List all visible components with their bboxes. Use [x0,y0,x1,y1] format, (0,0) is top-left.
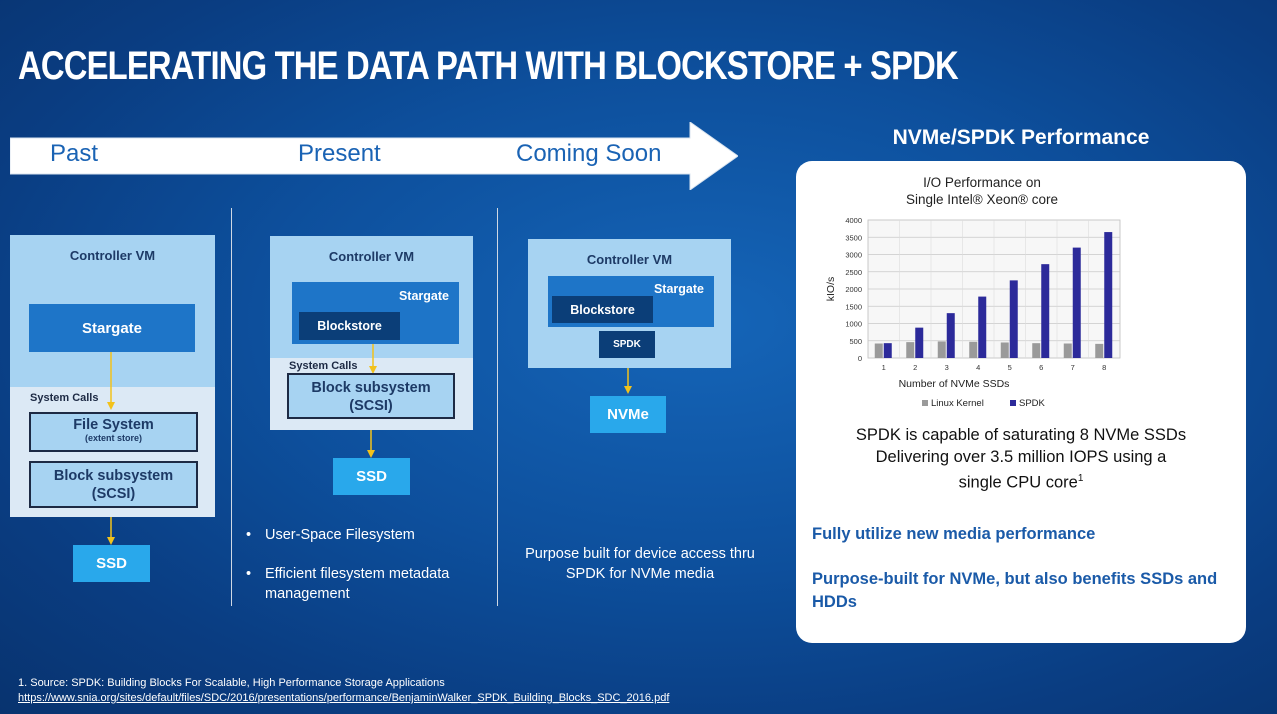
footnote: 1. Source: SPDK: Building Blocks For Sca… [18,676,669,706]
column-divider [231,208,232,606]
y-tick-label: 3000 [845,251,862,260]
down-arrow-icon [107,352,115,410]
timeline-coming-soon-label: Coming Soon [516,140,662,167]
y-tick-label: 500 [849,337,862,346]
present-ssd-box: SSD [333,458,410,495]
block-subsystem-label: Block subsystem [53,468,174,484]
bar-linux-kernel [1000,342,1009,358]
file-system-box: File System (extent store) [29,412,198,452]
coming-description: Purpose built for device access thru SPD… [525,546,755,582]
footnote-link[interactable]: https://www.snia.org/sites/default/files… [18,692,670,704]
x-tick-label: 5 [1008,363,1012,372]
controller-vm-label: Controller VM [586,252,673,267]
down-arrow-icon [107,517,115,545]
bar-linux-kernel [1063,343,1072,358]
timeline-arrow [10,122,738,190]
legend-label: SPDK [1019,398,1046,409]
bar-linux-kernel [1095,343,1104,358]
system-calls-label: System Calls [30,392,99,404]
x-tick-label: 6 [1039,363,1043,372]
bar-spdk [1041,264,1050,358]
coming-blockstore-box: Blockstore [552,296,653,323]
down-arrow-icon [624,368,632,394]
stargate-label: Stargate [653,282,704,296]
bar-spdk [1104,232,1113,358]
y-axis-label: kIO/s [825,277,837,302]
bar-spdk [915,327,924,358]
bar-spdk [1009,280,1018,358]
bar-linux-kernel [969,341,978,358]
x-axis-label: Number of NVMe SSDs [899,378,1010,390]
bullet-dot: • [246,527,252,543]
legend-swatch [922,400,928,406]
y-tick-label: 2000 [845,285,862,294]
y-tick-label: 2500 [845,268,862,277]
block-subsystem-sublabel: (SCSI) [349,398,393,414]
controller-vm-label: Controller VM [69,248,156,263]
controller-vm-label: Controller VM [328,249,415,264]
claim-line-1: SPDK is capable of saturating 8 NVMe SSD… [855,426,1187,444]
y-tick-label: 3500 [845,233,862,242]
claim-line-2: Delivering over 3.5 million IOPS using a [875,448,1167,466]
x-tick-label: 4 [976,363,980,372]
spdk-box: SPDK [599,331,655,358]
file-system-label: File System [73,417,154,433]
nvme-box: NVMe [590,396,666,433]
bar-linux-kernel [1032,343,1041,358]
claim-line-3: single CPU core [958,473,1078,492]
down-arrow-icon [369,344,377,374]
y-tick-label: 0 [858,354,862,363]
performance-claim: SPDK is capable of saturating 8 NVMe SSD… [806,424,1236,494]
performance-bullet-1: Fully utilize new media performance [812,525,1096,543]
block-subsystem-sublabel: (SCSI) [91,486,136,502]
block-subsystem-label: Block subsystem [311,380,431,396]
bullet-dot: • [246,566,252,582]
down-arrow-icon [367,430,375,458]
bar-spdk [883,343,892,358]
y-tick-label: 4000 [845,216,862,225]
performance-bullet-2: Purpose-built for NVMe, but also benefit… [812,570,1218,611]
system-calls-label: System Calls [289,360,358,372]
present-blockstore-box: Blockstore [299,312,400,340]
y-tick-label: 1000 [845,320,862,329]
x-tick-label: 8 [1102,363,1106,372]
footnote-source: 1. Source: SPDK: Building Blocks For Sca… [18,677,445,689]
bar-spdk [1072,247,1081,358]
bar-linux-kernel [874,343,883,358]
present-block-subsystem-box: Block subsystem (SCSI) [287,373,455,419]
x-tick-label: 2 [913,363,917,372]
legend-label: Linux Kernel [931,398,984,409]
slide-title: ACCELERATING THE DATA PATH WITH BLOCKSTO… [18,44,959,88]
chart-title-line2: Single Intel® Xeon® core [906,192,1058,207]
bar-linux-kernel [906,342,915,358]
bar-linux-kernel [937,341,946,358]
past-stargate-box: Stargate [29,304,195,352]
y-tick-label: 1500 [845,302,862,311]
column-divider [497,208,498,606]
file-system-sublabel: (extent store) [84,433,142,443]
chart-title-line1: I/O Performance on [923,175,1041,190]
stargate-label: Stargate [398,289,449,303]
bar-spdk [946,313,955,358]
timeline-present-label: Present [298,140,381,167]
legend-swatch [1010,400,1016,406]
footnote-marker: 1 [1077,473,1084,484]
block-subsystem-box: Block subsystem (SCSI) [29,461,198,508]
x-tick-label: 3 [945,363,949,372]
present-bullet-1: User-Space Filesystem [265,527,415,543]
present-bullet-2: Efficient filesystem metadata management [265,566,450,602]
bar-spdk [978,296,987,358]
x-tick-label: 1 [882,363,886,372]
x-tick-label: 7 [1071,363,1075,372]
performance-title: NVMe/SPDK Performance [892,126,1150,149]
io-performance-chart: I/O Performance on Single Intel® Xeon® c… [825,175,1121,409]
past-ssd-box: SSD [73,545,150,582]
timeline-past-label: Past [50,140,99,167]
